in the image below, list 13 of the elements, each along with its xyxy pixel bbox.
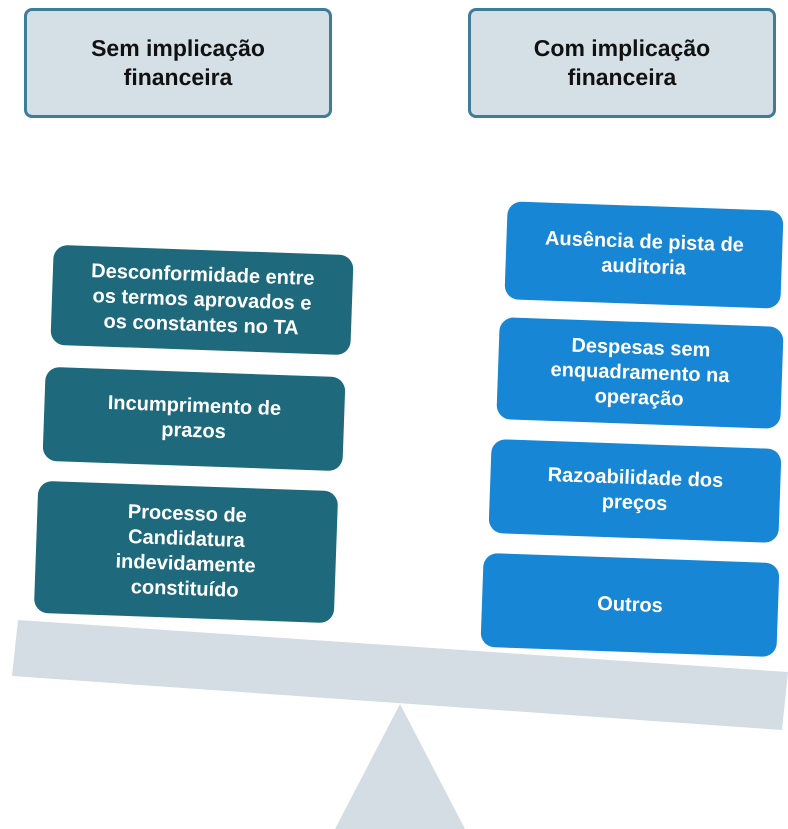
header-box	[24, 8, 332, 118]
category-label: Outros	[596, 591, 664, 619]
category-label: Despesas sem enquadramento na operação	[549, 333, 731, 412]
header-box	[468, 8, 776, 118]
category-label: Desconformidade entre os termos aprovados e os constantes no TA	[90, 258, 316, 341]
category-label: Razoabilidade dos preços	[546, 462, 725, 518]
category-box	[480, 552, 780, 658]
header-label: Sem implicação financeira	[90, 34, 266, 92]
category-box	[34, 480, 338, 624]
header-label: Com implicação financeira	[532, 34, 712, 92]
category-label: Processo de Candidatura indevidamente constituído	[114, 500, 257, 604]
category-label: Incumprimento de prazos	[106, 391, 282, 446]
category-label: Ausência de pista de auditoria	[544, 226, 746, 282]
